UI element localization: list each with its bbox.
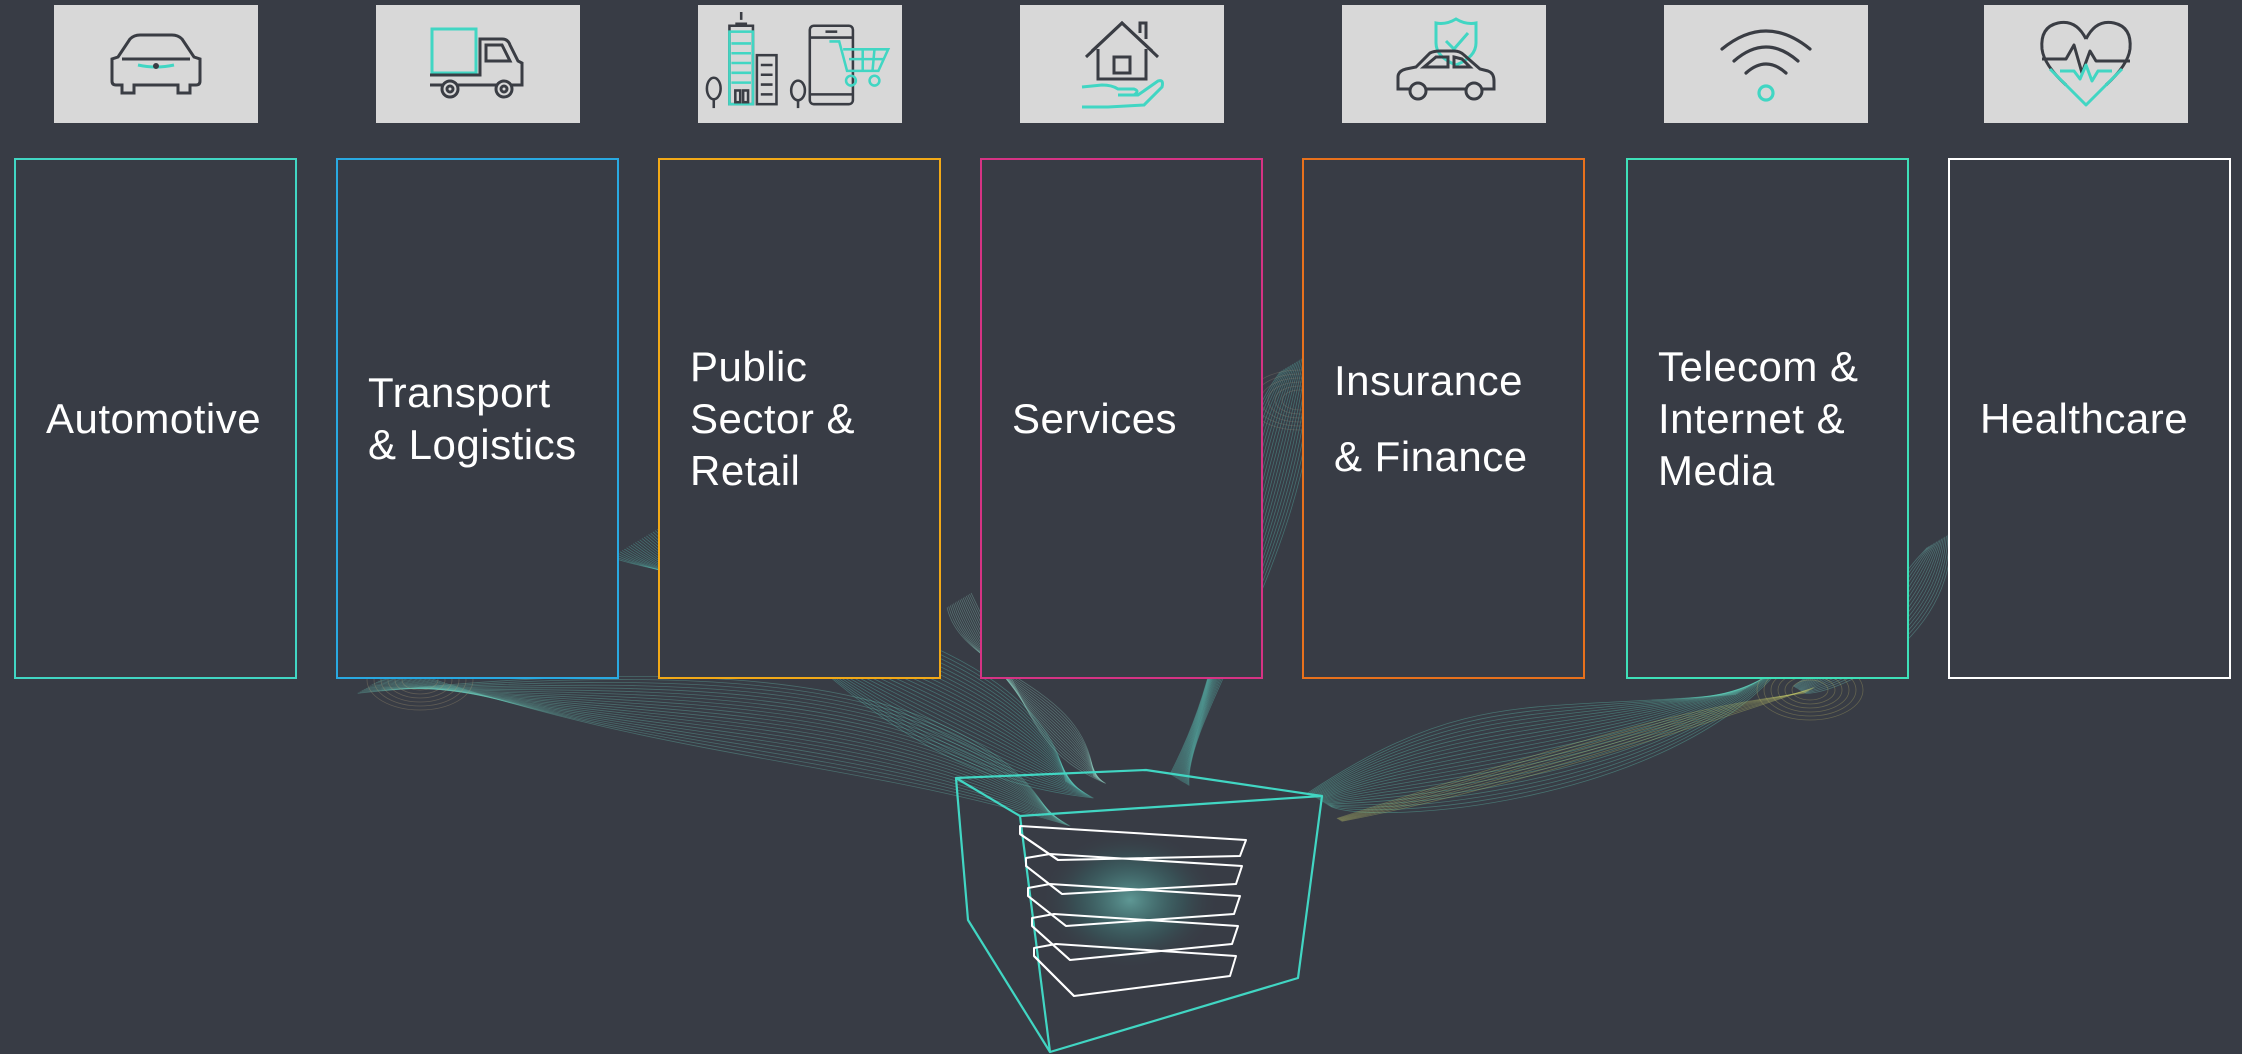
data-stream-line: [359, 679, 1051, 815]
house-in-hand-icon: [1081, 20, 1164, 109]
data-stream-line: [375, 682, 1059, 820]
data-stream-line: [363, 684, 1053, 816]
industry-label: Transport & Logistics: [368, 368, 577, 468]
data-stream-line: [951, 604, 1097, 778]
data-stream-line: [1308, 692, 1739, 794]
data-platform-cube-icon: [940, 760, 1340, 1054]
industry-label: Services: [1012, 394, 1178, 442]
data-stream-line: [1311, 689, 1745, 796]
data-stream-line: [385, 676, 1064, 823]
data-stream-line: [948, 606, 1095, 778]
industry-label: Automotive: [46, 394, 262, 442]
data-stream-line: [1323, 674, 1769, 803]
data-stream-line: [953, 603, 1098, 779]
industry-card-insurance-finance: Insurance & Finance: [1302, 158, 1585, 679]
data-stream-line: [961, 598, 1102, 781]
data-stream-line: [956, 601, 1099, 780]
data-stream-line: [1322, 676, 1767, 803]
industry-card-services: Services: [980, 158, 1263, 679]
car-icon-tile: [54, 5, 258, 123]
city-and-shopping-icon-tile: [698, 5, 902, 123]
data-stream-line: [954, 602, 1098, 779]
data-stream-line: [1325, 672, 1773, 804]
data-stream-line: [361, 682, 1052, 815]
insured-car-icon-tile: [1342, 5, 1546, 123]
data-stream-line: [1319, 679, 1761, 801]
data-stream-line: [959, 599, 1101, 781]
data-stream-line: [1340, 688, 1812, 821]
data-stream-line: [399, 667, 1071, 827]
city-and-shopping-icon: [705, 12, 891, 109]
data-stream-line: [1317, 682, 1757, 800]
data-stream-line: [391, 672, 1067, 824]
data-stream-line: [1330, 666, 1783, 814]
data-stream-line: [1318, 680, 1759, 800]
data-stream-line: [1320, 678, 1763, 801]
insured-car-icon: [1396, 17, 1496, 101]
data-stream-line: [1337, 692, 1807, 820]
industry-card-public-sector-retail: Public Sector & Retail: [658, 158, 941, 679]
data-stream-line: [367, 686, 1055, 817]
data-stream-line: [1316, 683, 1755, 799]
data-stream-line: [1341, 687, 1815, 822]
data-stream-line: [381, 678, 1062, 821]
data-stream-line: [1324, 673, 1771, 804]
data-stream-line: [1338, 691, 1808, 820]
heart-pulse-icon: [2040, 20, 2132, 107]
data-stream-line: [1329, 667, 1781, 811]
heart-pulse-icon-tile: [1984, 5, 2188, 123]
data-stream-line: [357, 675, 1050, 814]
data-stream-line: [1327, 670, 1777, 806]
wifi-icon-tile: [1664, 5, 1868, 123]
industry-card-transport-logistics: Transport & Logistics: [336, 158, 619, 679]
data-stream-line: [383, 677, 1063, 822]
delivery-truck-icon: [430, 27, 524, 99]
industry-label: Healthcare: [1980, 394, 2189, 442]
data-stream-line: [365, 687, 1054, 817]
data-stream-line: [1328, 668, 1779, 808]
data-stream-line: [377, 680, 1060, 820]
industry-label: Public Sector & Retail: [690, 342, 856, 494]
data-stream-line: [1336, 692, 1805, 819]
data-stream-line: [1314, 685, 1751, 798]
data-stream-line: [1315, 684, 1753, 798]
house-in-hand-icon-tile: [1020, 5, 1224, 123]
data-stream-line: [1312, 688, 1747, 797]
data-stream-line: [1341, 687, 1814, 822]
data-stream-line: [369, 685, 1056, 818]
industry-card-healthcare: Healthcare: [1948, 158, 2231, 679]
data-stream-line: [395, 670, 1069, 826]
data-stream-line: [1339, 689, 1811, 821]
car-icon: [110, 33, 202, 95]
data-stream-line: [958, 600, 1100, 780]
industry-label: Insurance & Finance: [1334, 356, 1528, 480]
data-stream-ring: [1791, 679, 1829, 701]
data-stream-line: [950, 605, 1096, 778]
data-stream-line: [1321, 677, 1765, 802]
data-stream-line: [1310, 690, 1743, 795]
wifi-icon: [1720, 29, 1812, 102]
industry-card-telecom-internet-media: Telecom & Internet & Media: [1626, 158, 1909, 679]
data-stream-line: [389, 673, 1066, 824]
data-stream-line: [1309, 691, 1741, 795]
data-stream-line: [946, 607, 1094, 777]
data-stream-line: [1313, 686, 1749, 797]
industry-label: Telecom & Internet & Media: [1658, 342, 1859, 494]
data-stream-line: [387, 674, 1065, 823]
data-stream-line: [1326, 671, 1775, 805]
data-stream-line: [1338, 690, 1809, 820]
delivery-truck-icon-tile: [376, 5, 580, 123]
data-stream-line: [397, 668, 1070, 826]
data-stream-line: [371, 684, 1057, 818]
industry-card-automotive: Automotive: [14, 158, 297, 679]
data-stream-line: [373, 683, 1058, 819]
data-stream-line: [1307, 694, 1737, 794]
